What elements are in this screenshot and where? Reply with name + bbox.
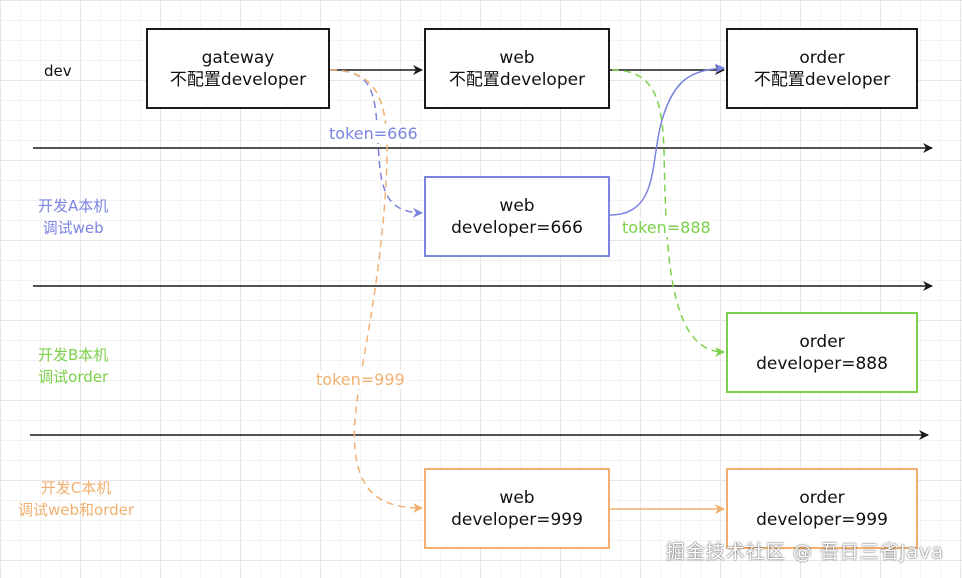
watermark-text: 掘金技术社区 @ 吾日三省Java [665, 541, 944, 563]
arrow-a-web-to-dev-order [609, 63, 725, 216]
dev-order-config: 不配置developer [753, 69, 891, 90]
lane-label-a-line1: 开发A本机 [38, 197, 109, 215]
c-order-config: developer=999 [756, 509, 888, 530]
lane-label-a: 开发A本机 调试web [38, 195, 108, 239]
dev-web-box: web 不配置developer [424, 28, 610, 109]
dev-gateway-box: gateway 不配置developer [146, 28, 330, 109]
arrow-gateway-to-c-web [329, 69, 423, 513]
dev-gateway-name: gateway [201, 47, 275, 68]
arrow-dev-web-to-b-order [611, 69, 725, 357]
edge-label-token-666: token=666 [327, 124, 420, 143]
c-order-box: order developer=999 [726, 468, 918, 549]
lane-label-a-line2: 调试web [42, 219, 104, 237]
lane-label-dev-line1: dev [44, 62, 72, 80]
c-web-config: developer=999 [451, 509, 583, 530]
a-web-name: web [499, 195, 535, 216]
b-order-box: order developer=888 [726, 312, 918, 393]
c-web-box: web developer=999 [424, 468, 610, 549]
edge-label-token-888: token=888 [620, 218, 713, 237]
lane-label-c-line2: 调试web和order [18, 501, 135, 519]
lane-label-b-line1: 开发B本机 [38, 346, 109, 364]
dev-order-name: order [799, 47, 845, 68]
lane-label-b-line2: 调试order [38, 368, 109, 386]
dev-web-name: web [499, 47, 535, 68]
b-order-config: developer=888 [756, 353, 888, 374]
lane-label-c-line1: 开发C本机 [40, 479, 112, 497]
lane-label-dev: dev [44, 60, 72, 82]
c-web-name: web [499, 487, 535, 508]
a-web-config: developer=666 [451, 217, 583, 238]
c-order-name: order [799, 487, 845, 508]
lane-label-b: 开发B本机 调试order [38, 344, 108, 388]
a-web-box: web developer=666 [424, 176, 610, 257]
dev-order-box: order 不配置developer [726, 28, 918, 109]
edge-label-token-999: token=999 [314, 370, 407, 389]
dev-web-config: 不配置developer [448, 69, 586, 90]
dev-gateway-config: 不配置developer [169, 69, 307, 90]
b-order-name: order [799, 331, 845, 352]
lane-label-c: 开发C本机 调试web和order [18, 477, 134, 521]
